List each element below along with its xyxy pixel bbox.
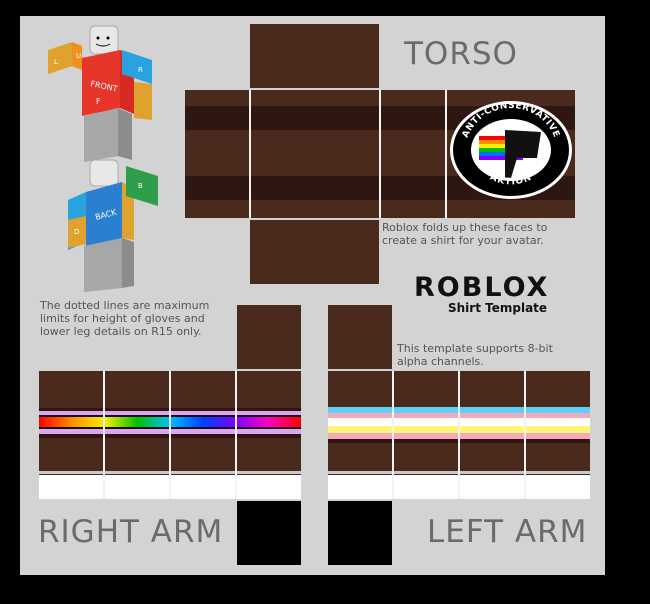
- left-arm-label: LEFT ARM: [427, 514, 588, 550]
- left-arm-bottom-face: [328, 501, 392, 565]
- shirt-template-subtitle: Shirt Template: [448, 301, 548, 315]
- torso-label: TORSO: [404, 36, 518, 72]
- shirt-template-canvas: ANTI-CONSERVATIVE AKTION TORSO Roblox fo…: [20, 16, 605, 575]
- left-arm-seam: [524, 471, 526, 499]
- left-arm-seam: [392, 471, 394, 499]
- avatar-preview: FRONT L U F R BACK B D: [38, 20, 158, 295]
- torso-seam: [379, 90, 381, 218]
- left-arm-seam: [458, 471, 460, 499]
- left-arm-top-face: [328, 305, 392, 369]
- left-arm-seam: [392, 371, 394, 499]
- right-arm-label: RIGHT ARM: [38, 514, 224, 550]
- left-arm-seam: [458, 371, 460, 499]
- torso-bottom-face: [250, 220, 379, 284]
- dotted-lines-note: The dotted lines are maximum limits for …: [40, 299, 210, 338]
- right-arm-seam: [169, 471, 171, 499]
- figure-face-d: D: [74, 228, 79, 236]
- right-arm-top-face: [237, 305, 301, 369]
- torso-seam: [445, 90, 447, 218]
- torso-top-face: [250, 24, 379, 88]
- torso-seam: [249, 90, 251, 218]
- badge-icon: ANTI-CONSERVATIVE AKTION: [450, 101, 572, 199]
- right-arm-seam: [235, 371, 237, 499]
- right-arm-seam: [169, 371, 171, 499]
- alpha-note: This template supports 8-bit alpha chann…: [397, 342, 553, 368]
- left-arm-seam: [524, 371, 526, 499]
- right-arm-seam: [103, 371, 105, 499]
- badge-bottom-text: AKTION: [488, 173, 532, 188]
- figure-face-f: F: [96, 97, 101, 106]
- right-arm-seam: [103, 471, 105, 499]
- figure-face-r: R: [138, 66, 143, 74]
- roblox-logo: ROBLOX: [414, 272, 550, 303]
- avatar-front-back-preview-icon: FRONT L U F R BACK B D: [48, 25, 158, 292]
- figure-face-b: B: [138, 182, 143, 190]
- svg-text:AKTION: AKTION: [488, 173, 533, 188]
- right-arm-seam: [235, 471, 237, 499]
- figure-face-l: L: [54, 58, 58, 66]
- anti-conservative-aktion-badge: ANTI-CONSERVATIVE AKTION: [449, 100, 573, 200]
- right-arm-bottom-face: [237, 501, 301, 565]
- fold-note: Roblox folds up these faces to create a …: [382, 221, 548, 247]
- figure-face-u: U: [76, 52, 81, 60]
